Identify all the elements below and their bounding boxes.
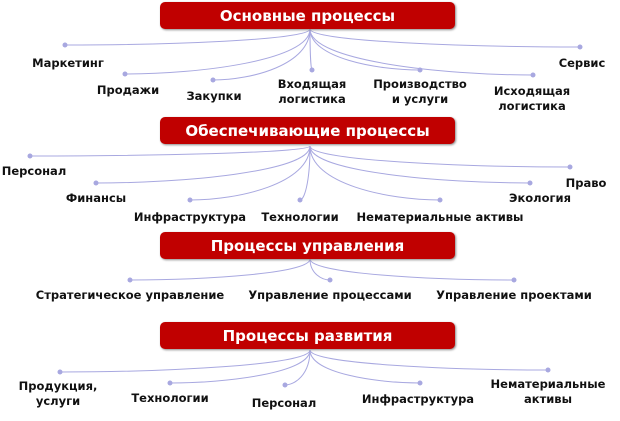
item-marketing: Маркетинг xyxy=(32,56,104,70)
item-process-mgmt: Управление процессами xyxy=(248,288,412,302)
item-ecology: Экология xyxy=(509,191,571,205)
arrowhead-icon xyxy=(93,180,99,186)
connector-line xyxy=(309,28,421,71)
arrowhead-icon xyxy=(127,277,133,283)
connector-line xyxy=(64,28,311,46)
item-intangible: Нематериальные активы xyxy=(356,210,524,224)
arrowhead-icon xyxy=(187,197,193,203)
item-outbound-logistics: Исходящая логистика xyxy=(493,84,571,113)
arrowhead-icon xyxy=(122,71,128,77)
connector-line xyxy=(309,145,441,201)
arrowhead-icon xyxy=(167,380,173,386)
group-title-main: Основные процессы xyxy=(160,2,455,29)
connector-line xyxy=(189,145,311,201)
arrowhead-icon xyxy=(417,380,423,386)
connector-line xyxy=(309,28,534,76)
connector-line xyxy=(309,349,421,384)
item-inbound-logistics: Входящая логистика xyxy=(277,77,347,106)
connector-line xyxy=(95,145,311,184)
connector-line xyxy=(309,145,571,168)
arrowhead-icon xyxy=(577,44,583,50)
connector-line xyxy=(309,349,549,371)
arrowhead-icon xyxy=(545,367,551,373)
arrowhead-icon xyxy=(27,153,33,159)
item-law: Право xyxy=(565,176,607,190)
connector-line xyxy=(309,28,581,48)
item-dev-infrastructure: Инфраструктура xyxy=(361,392,475,406)
item-technology: Технологии xyxy=(261,210,339,224)
item-products: Продукция, услуги xyxy=(18,379,98,408)
arrowhead-icon xyxy=(527,180,533,186)
connector-line xyxy=(59,349,311,373)
connector-line xyxy=(29,145,311,157)
arrowhead-icon xyxy=(62,42,68,48)
item-production: Производство и услуги xyxy=(373,77,467,106)
group-title-management: Процессы управления xyxy=(160,232,455,259)
arrowhead-icon xyxy=(437,197,443,203)
connector-line xyxy=(169,349,311,384)
item-dev-intangible: Нематериальные активы xyxy=(490,377,606,406)
arrowhead-icon xyxy=(309,67,315,73)
item-project-mgmt: Управление проектами xyxy=(436,288,592,302)
arrowhead-icon xyxy=(567,164,573,170)
arrowhead-icon xyxy=(327,277,333,283)
connector-line xyxy=(212,28,311,81)
item-personnel: Персонал xyxy=(1,164,67,178)
item-infrastructure: Инфраструктура xyxy=(133,210,247,224)
arrowhead-icon xyxy=(297,197,303,203)
arrowhead-icon xyxy=(530,72,536,78)
group-title-support: Обеспечивающие процессы xyxy=(160,117,455,144)
item-service: Сервис xyxy=(558,56,606,70)
connector-line xyxy=(129,258,311,281)
connector-line xyxy=(124,28,311,75)
item-finance: Финансы xyxy=(65,191,127,205)
connector-line xyxy=(284,349,311,386)
connector-line xyxy=(309,258,331,281)
item-purchasing: Закупки xyxy=(186,89,242,103)
item-sales: Продажи xyxy=(96,83,160,97)
group-title-development: Процессы развития xyxy=(160,322,455,349)
arrowhead-icon xyxy=(57,369,63,375)
arrowhead-icon xyxy=(511,277,517,283)
arrowhead-icon xyxy=(282,382,288,388)
item-dev-personnel: Персонал xyxy=(251,396,317,410)
arrowhead-icon xyxy=(210,77,216,83)
item-dev-technology: Технологии xyxy=(131,391,209,405)
connector-line xyxy=(309,145,531,184)
connector-line xyxy=(309,258,515,281)
item-strategic: Стратегическое управление xyxy=(35,288,225,302)
